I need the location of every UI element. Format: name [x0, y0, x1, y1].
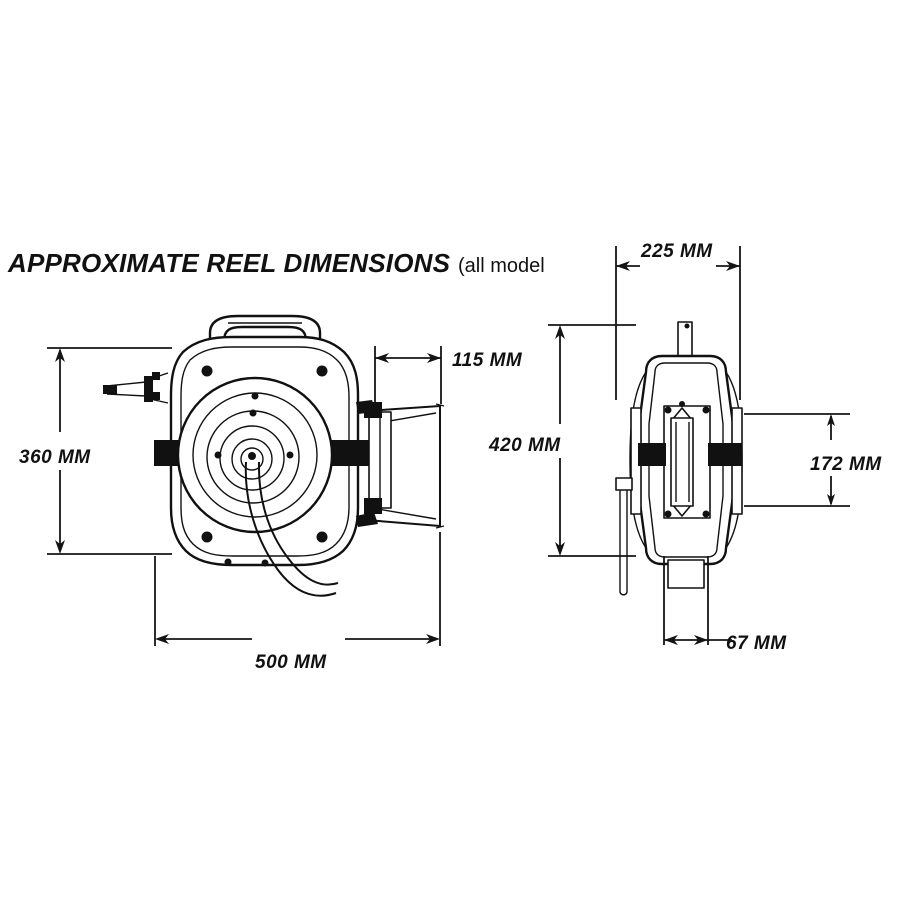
dim-360-arrow-bottom: [55, 540, 65, 554]
side-spool-bolt-bl: [664, 510, 672, 518]
inlet-bolt-2: [152, 392, 160, 400]
dim-360-label: 360 MM: [19, 447, 91, 468]
dim-225-arrow-left: [616, 261, 630, 271]
dimension-360mm: 360 MM: [19, 347, 172, 555]
bracket-plate-edge-top: [435, 403, 445, 407]
page-title: APPROXIMATE REEL DIMENSIONS: [7, 248, 451, 278]
side-swivel-collar: [615, 477, 633, 491]
dimension-67mm: 67 MM: [663, 556, 787, 654]
dim-172-arrow-top: [827, 414, 835, 426]
dim-67-arrow-right: [694, 635, 708, 645]
housing-bolt-top-left: [201, 365, 213, 377]
side-spool-bolt-br: [702, 510, 710, 518]
hose-outlet: [244, 461, 337, 597]
bracket-elbow-top: [356, 400, 376, 414]
spool-face-hub: [240, 447, 264, 471]
bracket-elbow-bottom: [356, 512, 378, 527]
spool-face-ring-4: [219, 425, 285, 491]
spool-face-bolt-top-inner: [249, 409, 257, 417]
side-handle-post-dot: [684, 323, 690, 329]
housing-bolt-top-right: [316, 365, 328, 377]
dim-115-label: 115 MM: [452, 350, 523, 371]
inlet-bolt-1: [152, 372, 160, 380]
side-spool-bolt-tr: [702, 406, 710, 414]
hose-outlet-second-edge: [257, 461, 339, 586]
side-body-inner: [648, 362, 724, 558]
dim-500-label: 500 MM: [255, 652, 327, 673]
bracket-lower-arm-2: [371, 507, 437, 520]
bracket-plate-edge-bottom: [435, 525, 445, 529]
dim-225-arrow-right: [726, 261, 740, 271]
inlet-fitting-tip: [103, 385, 117, 394]
dimension-420mm: 420 MM: [488, 324, 636, 557]
dimension-172mm: 172 MM: [744, 413, 882, 507]
dimension-115mm: 115 MM: [374, 346, 523, 404]
inlet-fitting-collar: [144, 376, 153, 402]
side-view-group: [615, 321, 743, 596]
bracket-lower-arm: [365, 519, 441, 527]
dim-172-arrow-bottom: [827, 494, 835, 506]
dim-225-label: 225 MM: [640, 241, 713, 262]
dimension-225mm: 225 MM: [615, 241, 741, 400]
dim-500-arrow-right: [426, 634, 440, 644]
side-lower-skirt: [667, 559, 705, 589]
side-left-flange: [629, 371, 647, 549]
side-band-right: [708, 443, 742, 466]
spool-face-ring-5: [231, 438, 273, 480]
page-title-suffix: (all model: [458, 255, 545, 277]
housing-bolt-bottom-center-2: [261, 559, 269, 567]
dim-67-arrow-left: [664, 635, 678, 645]
side-swivel-rod-end: [619, 591, 628, 596]
dim-360-arrow-top: [55, 348, 65, 362]
side-spool-axle-dot: [679, 401, 685, 407]
dim-115-arrow-right: [427, 353, 441, 363]
reel-housing-inner-outline: [180, 346, 350, 557]
inlet-fitting-body-2: [106, 393, 147, 397]
housing-bolt-bottom-right: [316, 531, 328, 543]
dim-420-arrow-bottom: [555, 542, 565, 556]
dim-420-label: 420 MM: [488, 435, 561, 456]
spool-face-bolt-top: [251, 392, 259, 400]
spool-face-bolt-left: [214, 451, 222, 459]
spool-face-center-dot: [248, 452, 256, 460]
bracket-bolt-bottom: [364, 498, 382, 514]
spool-face-bolt-right: [286, 451, 294, 459]
housing-bolt-bottom-left: [201, 531, 213, 543]
dim-500-arrow-left: [155, 634, 169, 644]
dimension-500mm: 500 MM: [154, 532, 441, 673]
side-spool-bolt-tl: [664, 406, 672, 414]
dim-420-arrow-top: [555, 325, 565, 339]
housing-bolt-bottom-center: [224, 558, 232, 566]
front-view-group: [103, 314, 445, 597]
side-band-left: [638, 443, 666, 466]
dim-115-arrow-left: [375, 353, 389, 363]
dim-67-label: 67 MM: [726, 633, 787, 654]
dim-172-label: 172 MM: [810, 454, 882, 475]
